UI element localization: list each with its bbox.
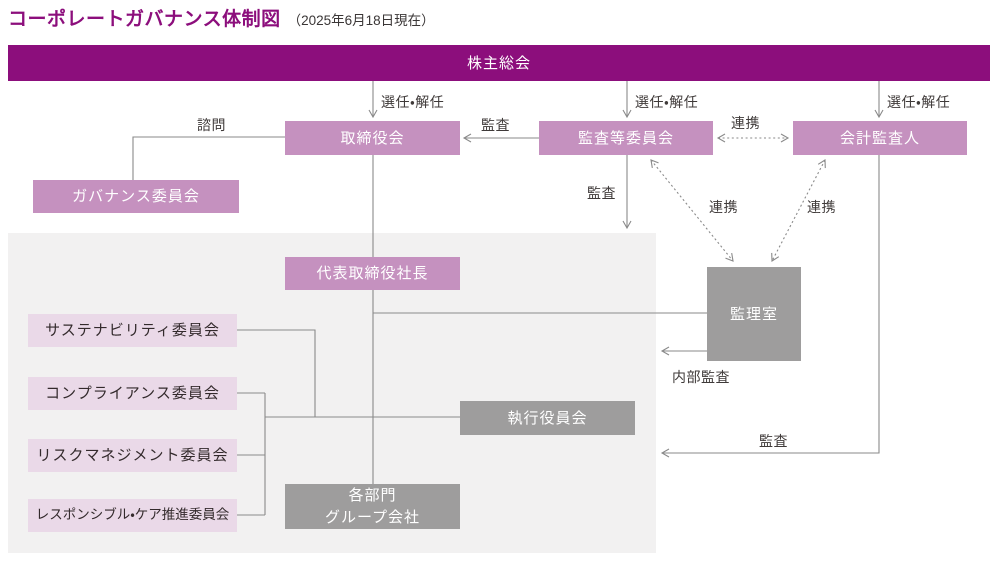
edge-label-cooperation-right: 連携 (807, 199, 836, 215)
arrow-cooperation-auditcommittee-office (650, 159, 734, 262)
node-audit-office: 監理室 (707, 267, 801, 361)
node-executive-officers-meeting: 執行役員会 (460, 401, 635, 435)
edge-label-audit-to-board: 監査 (481, 117, 510, 133)
edge-label-appoint-dismiss-audit-committee: 選任・解任 (635, 94, 699, 110)
line-sustainability-connector (237, 329, 316, 417)
line-advisory-governance (132, 136, 285, 180)
arrow-cooperation-auditor-office (771, 159, 826, 262)
edge-label-audit-bottom: 監査 (759, 433, 788, 449)
edge-label-appoint-dismiss-accounting-auditor: 選任・解任 (887, 94, 951, 110)
node-sustainability-committee: サステナビリティ委員会 (28, 314, 237, 347)
node-risk-management-committee: リスクマネジメント委員会 (28, 439, 237, 472)
node-responsible-care-committee: レスポンシブル・ケア推進委員会 (28, 499, 237, 532)
node-board-of-directors: 取締役会 (285, 121, 460, 155)
edge-label-appoint-dismiss-board: 選任・解任 (381, 94, 445, 110)
edge-label-internal-audit: 内部監査 (672, 369, 730, 385)
page-subtitle: （2025年6月18日現在） (287, 13, 435, 28)
edge-label-cooperation-left: 連携 (709, 199, 738, 215)
node-departments-group-companies: 各部門 グループ会社 (285, 484, 460, 529)
page-title-bar: コーポレートガバナンス体制図 （2025年6月18日現在） (8, 4, 435, 31)
node-governance-committee: ガバナンス委員会 (33, 180, 239, 213)
page-title: コーポレートガバナンス体制図 (8, 9, 281, 30)
node-departments-line1: 各部門 (348, 486, 397, 504)
edge-label-advisory: 諮問 (197, 117, 226, 133)
node-departments-line2: グループ会社 (324, 508, 421, 526)
edge-label-audit-downward: 監査 (587, 185, 616, 201)
node-accounting-auditor: 会計監査人 (793, 121, 967, 155)
node-compliance-committee: コンプライアンス委員会 (28, 377, 237, 410)
edge-label-cooperation-top: 連携 (731, 115, 760, 131)
node-shareholders-meeting: 株主総会 (8, 45, 990, 81)
node-president: 代表取締役社長 (285, 257, 460, 290)
node-audit-committee: 監査等委員会 (539, 121, 713, 155)
arrow-audit-bottom (660, 155, 880, 458)
